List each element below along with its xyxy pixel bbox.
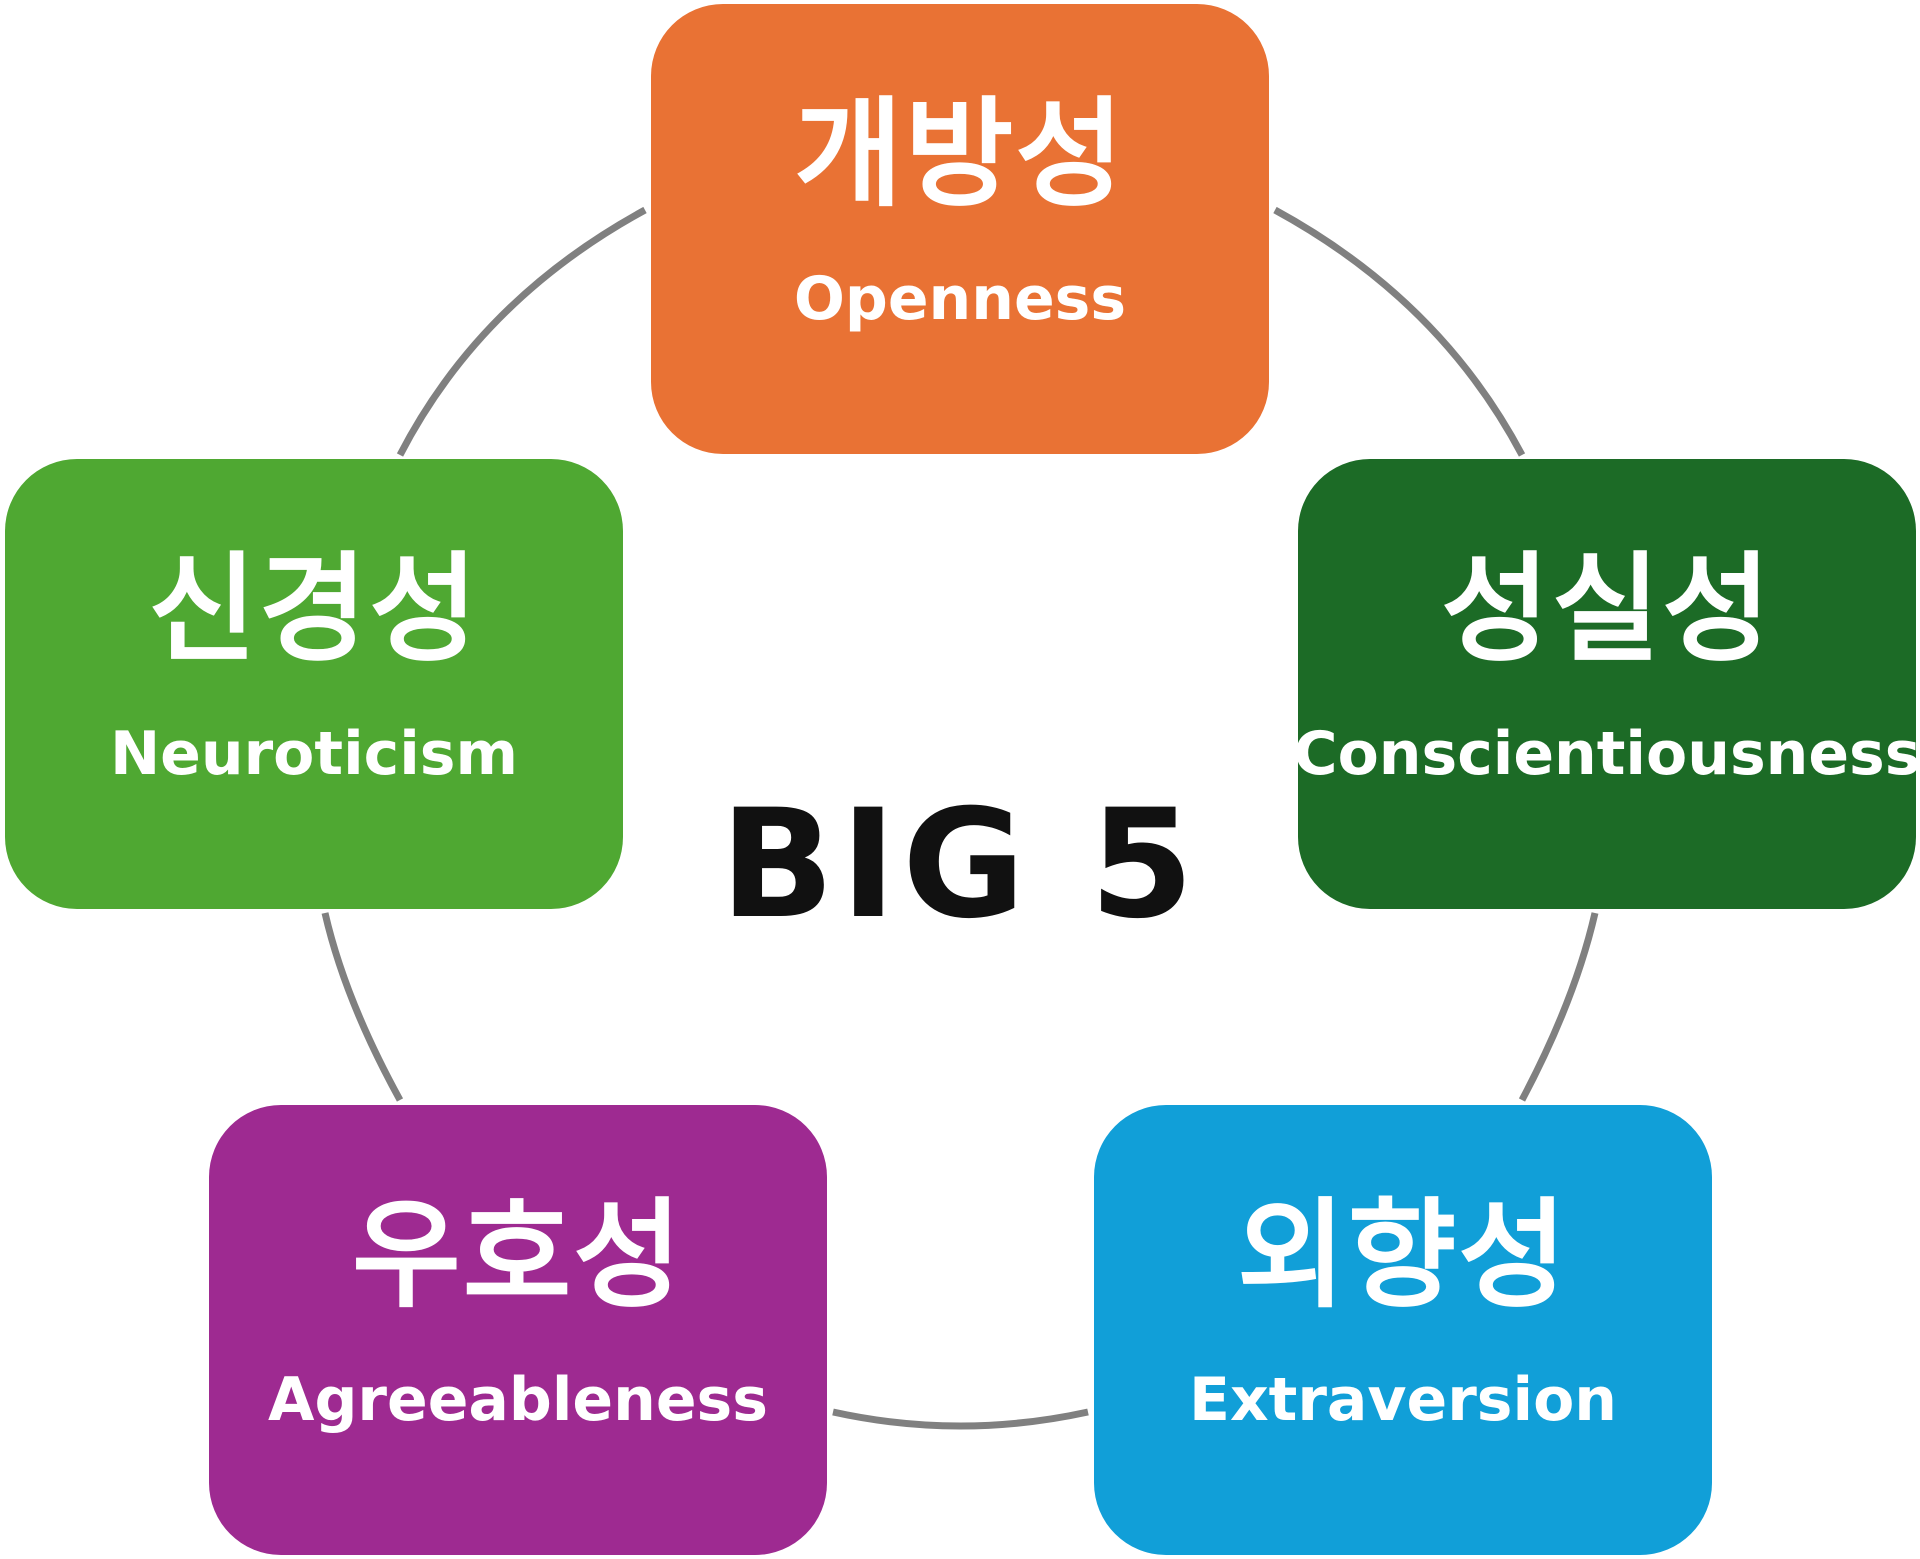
- openness-english-label: Openness: [793, 264, 1127, 334]
- conscientiousness-english-label: Conscientiousness: [1293, 719, 1920, 789]
- extraversion-box: 외향성 Extraversion: [1094, 1105, 1712, 1555]
- diagram-title: BIG 5: [720, 778, 1200, 952]
- agreeableness-english-label: Agreeableness: [268, 1365, 768, 1435]
- connector-arc-openness-neuroticism: [396, 206, 647, 457]
- neuroticism-box: 신경성 Neuroticism: [5, 459, 623, 909]
- neuroticism-korean-label: 신경성: [148, 540, 480, 678]
- connector-arc-agreeableness-extraversion: [832, 1408, 1089, 1430]
- connector-arc-openness-conscientiousness: [1273, 206, 1526, 457]
- conscientiousness-box: 성실성 Conscientiousness: [1294, 459, 1920, 909]
- extraversion-korean-label: 외향성: [1237, 1186, 1569, 1324]
- openness-box: 개방성 Openness: [651, 4, 1269, 454]
- connector-arc-conscientiousness-extraversion: [1518, 912, 1599, 1102]
- conscientiousness-korean-label: 성실성: [1441, 540, 1773, 678]
- agreeableness-korean-label: 우호성: [352, 1186, 684, 1324]
- agreeableness-box: 우호성 Agreeableness: [209, 1105, 827, 1555]
- extraversion-english-label: Extraversion: [1188, 1365, 1618, 1435]
- openness-korean-label: 개방성: [794, 85, 1126, 223]
- connector-arc-neuroticism-agreeableness: [321, 912, 404, 1102]
- neuroticism-english-label: Neuroticism: [109, 719, 519, 789]
